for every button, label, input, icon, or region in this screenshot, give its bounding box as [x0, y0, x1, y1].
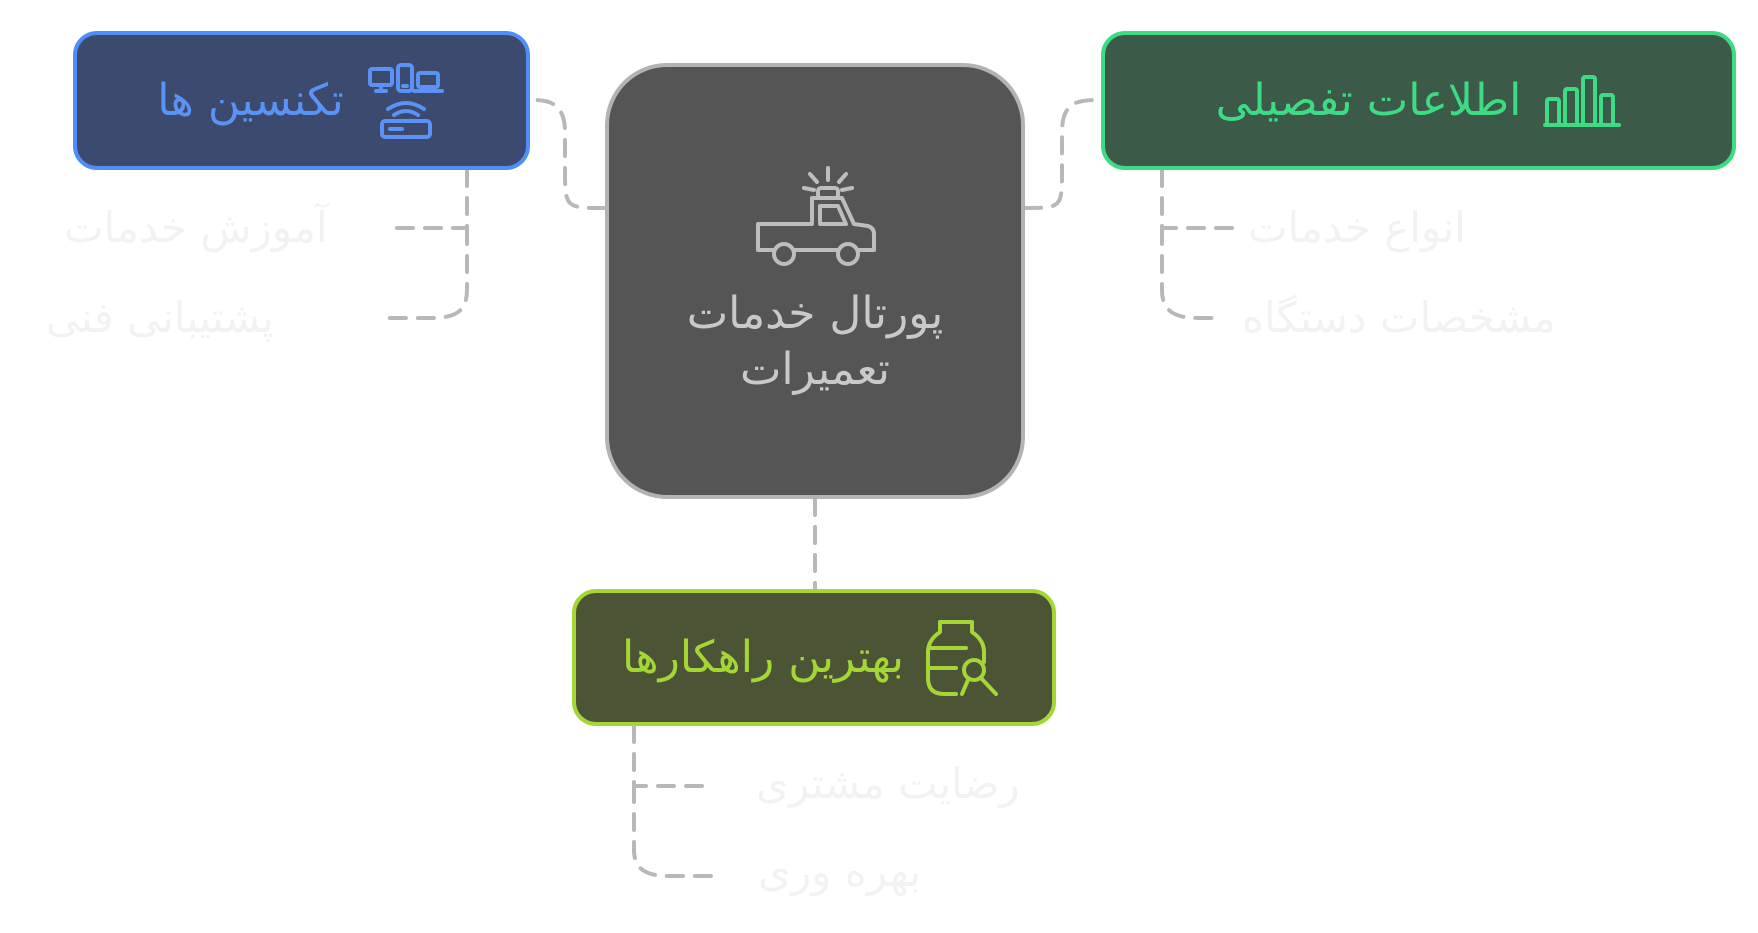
- connector-solutions-child-2: [632, 784, 724, 878]
- devices-icon: [366, 61, 446, 141]
- connector-center-details: [1023, 98, 1103, 210]
- branch-solutions-label: بهترین راهکارها: [621, 632, 905, 683]
- bar-chart-icon: [1543, 73, 1622, 129]
- center-node: پورتال خدمات تعمیرات: [605, 63, 1025, 499]
- branch-details-label: اطلاعات تفصیلی: [1215, 75, 1522, 126]
- tech-child-1: آموزش خدمات: [64, 203, 328, 252]
- connector-tech-child-1: [390, 168, 469, 230]
- tech-child-2: پشتیبانی فنی: [46, 293, 274, 342]
- jar-magnifier-icon: [926, 618, 1006, 698]
- connector-center-technicians: [528, 98, 607, 210]
- branch-technicians: تکنسین ها: [73, 31, 530, 170]
- connector-solutions-child-1: [632, 724, 712, 788]
- solutions-child-1: رضایت مشتری: [756, 759, 1020, 808]
- tow-truck-icon: [750, 164, 880, 268]
- branch-solutions: بهترین راهکارها: [572, 589, 1056, 726]
- branch-technicians-label: تکنسین ها: [157, 75, 344, 126]
- center-title: پورتال خدمات تعمیرات: [686, 288, 944, 395]
- solutions-child-2: بهره وری: [758, 847, 922, 896]
- connector-tech-child-2: [378, 226, 469, 320]
- connector-details-child-2: [1160, 226, 1214, 320]
- details-child-1: انواع خدمات: [1248, 203, 1466, 252]
- details-child-2: مشخصات دستگاه: [1242, 293, 1556, 342]
- branch-details: اطلاعات تفصیلی: [1101, 31, 1736, 170]
- connector-details-child-1: [1160, 168, 1240, 230]
